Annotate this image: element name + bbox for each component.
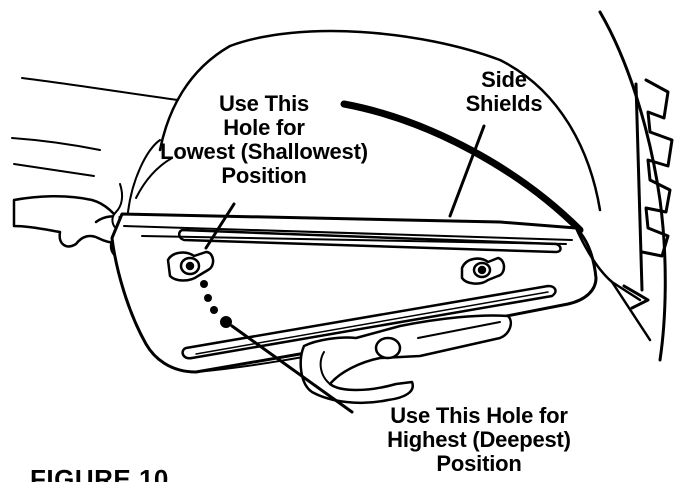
callout-highest-line-2: Highest (Deepest) xyxy=(387,427,571,452)
shield-plate xyxy=(110,212,598,374)
callout-side-line-1: Side xyxy=(481,67,527,92)
side-shield-strip xyxy=(340,100,584,234)
wing-nut-left xyxy=(166,250,215,282)
callout-lowest-line-4: Position xyxy=(221,163,307,188)
clamp-rod xyxy=(574,226,652,342)
callout-lowest-hole: Use This Hole for Lowest (Shallowest) Po… xyxy=(126,92,402,188)
callout-lowest-line-2: Hole for xyxy=(223,115,305,140)
wing-nut-right xyxy=(460,256,506,285)
tire-tread xyxy=(598,10,674,362)
callout-highest-line-1: Use This Hole for xyxy=(390,403,568,428)
callout-lowest-line-3: Lowest (Shallowest) xyxy=(160,139,368,164)
callout-highest-line-3: Position xyxy=(436,451,522,476)
callout-side-shields: Side Shields xyxy=(444,68,564,116)
callout-highest-hole: Use This Hole for Highest (Deepest) Posi… xyxy=(344,404,614,476)
figure-caption: FIGURE 10 xyxy=(30,464,169,482)
background-lines xyxy=(11,77,179,177)
callout-lowest-line-1: Use This xyxy=(218,91,310,116)
lower-bracket xyxy=(299,314,512,405)
leader-lines xyxy=(204,124,486,414)
adjustment-holes xyxy=(200,280,232,328)
tank-outline xyxy=(127,29,602,213)
callout-side-line-2: Shields xyxy=(465,91,543,116)
